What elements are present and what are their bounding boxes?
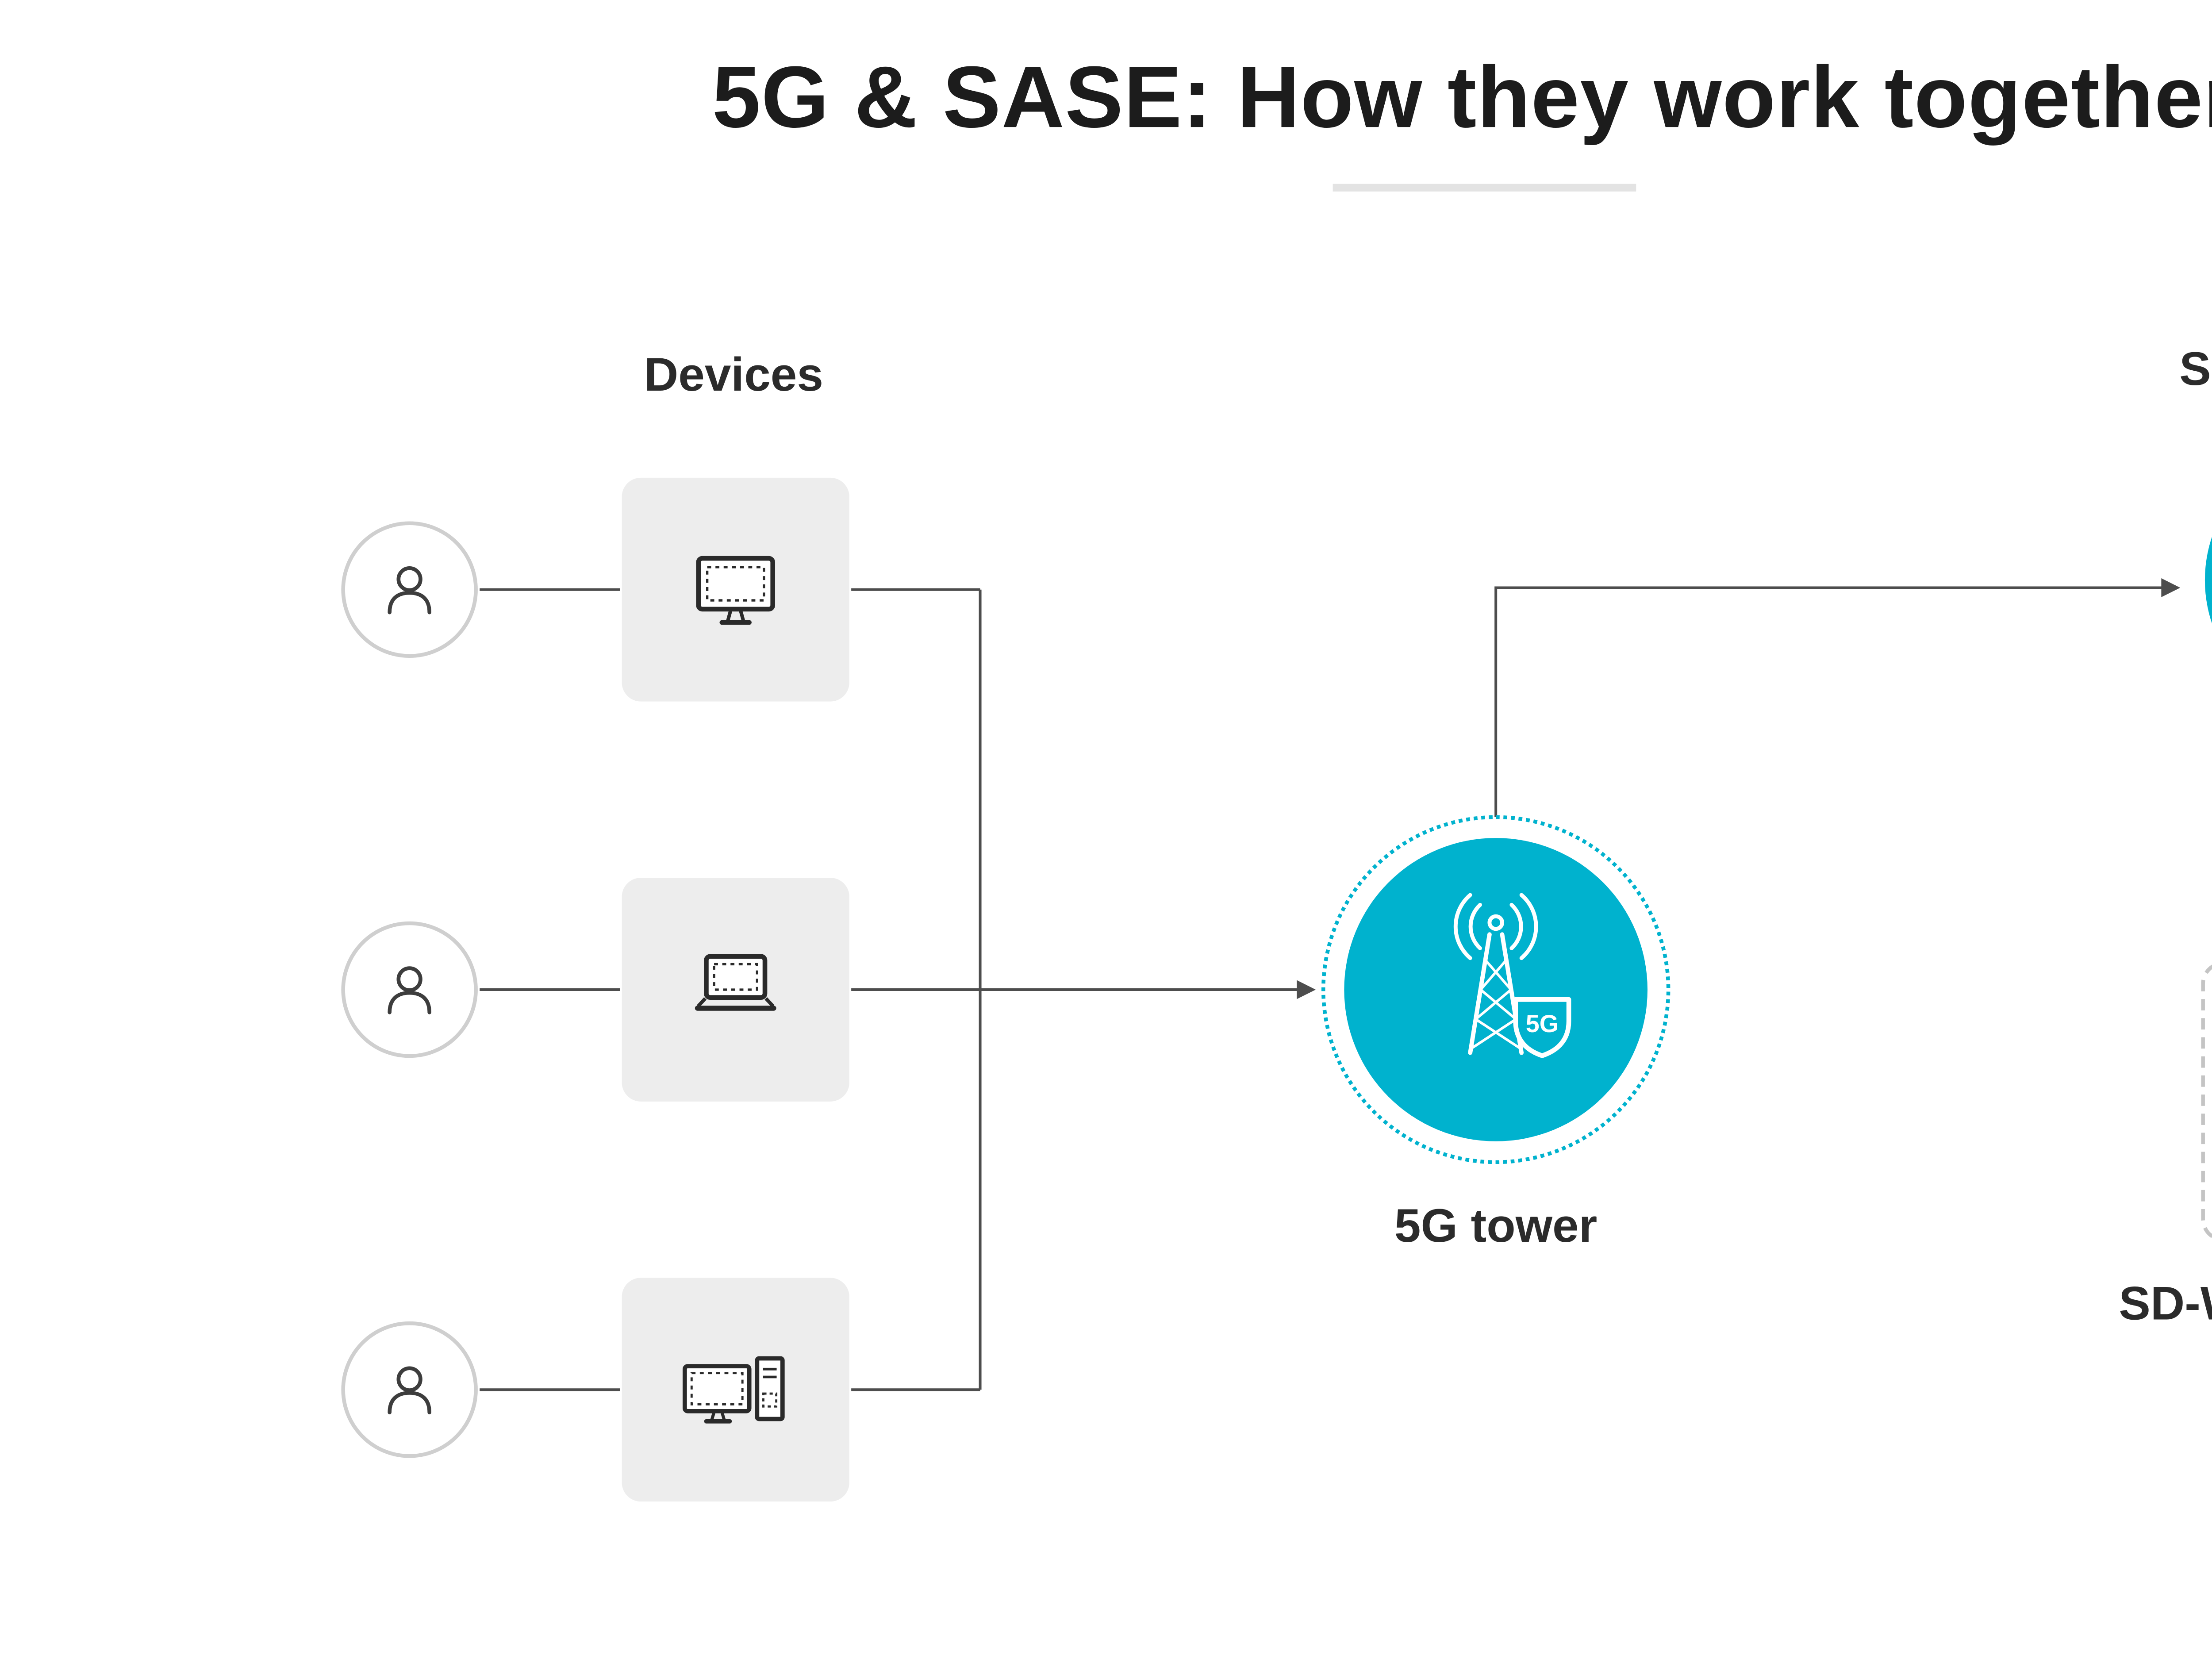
title-underline xyxy=(1333,184,1636,192)
page-title: 5G & SASE: How they work together xyxy=(712,47,2212,146)
connector-tower-sase xyxy=(1494,586,2163,818)
5g-tower-icon: 5G xyxy=(1453,893,1571,1058)
person-icon xyxy=(388,1366,431,1414)
user-node-2 xyxy=(341,921,478,1058)
monitor-icon xyxy=(696,556,776,625)
device-laptop xyxy=(622,878,849,1102)
person-icon xyxy=(388,566,431,614)
user-node-3 xyxy=(341,1321,478,1458)
5g-badge-text: 5G xyxy=(1526,1010,1559,1037)
5g-shield-badge xyxy=(1513,997,1571,1058)
person-icon xyxy=(388,966,431,1014)
tower-dotted-ring xyxy=(1321,815,1671,1164)
device-monitor xyxy=(622,477,849,702)
devices-label: Devices xyxy=(644,349,824,402)
tower-label: 5G tower xyxy=(1394,1200,1598,1253)
sase-label: SASE security xyxy=(2179,343,2212,396)
arrowhead-into-sase xyxy=(2161,578,2181,597)
device-desktop xyxy=(622,1278,849,1502)
sdwan-dashed-outline xyxy=(2201,961,2212,1242)
arrowhead-into-tower xyxy=(1297,980,1316,999)
sdwan-label: SD-WAN framework xyxy=(2119,1278,2212,1331)
desktop-tower-icon xyxy=(682,1356,785,1424)
laptop-icon xyxy=(695,954,776,1011)
tower-node: 5G xyxy=(1344,838,1648,1141)
user-node-1 xyxy=(341,521,478,658)
sase-node xyxy=(2204,443,2212,717)
